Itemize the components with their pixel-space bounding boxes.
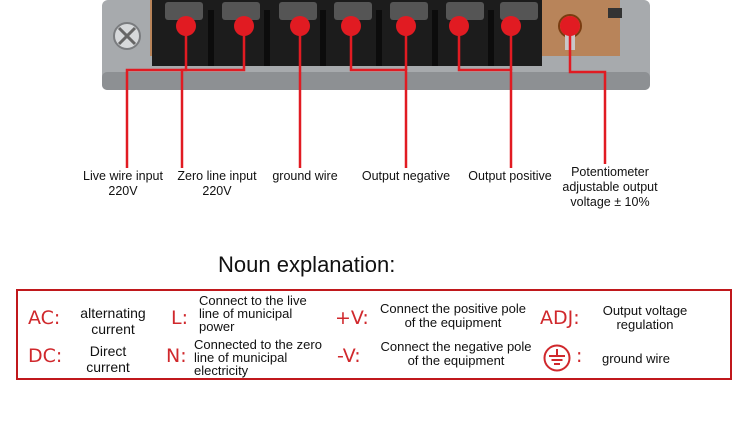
label-potentiometer: Potentiometer adjustable output voltage … <box>562 165 658 209</box>
term-ac: AC: <box>28 307 61 329</box>
def-dc: Direct current <box>86 343 130 375</box>
term-dc: DC: <box>28 345 63 367</box>
label-live-wire: Live wire input 220V <box>83 169 163 198</box>
def-n: Connected to the zero line of municipal … <box>194 337 322 378</box>
term-n: N: <box>166 345 187 367</box>
label-output-positive: Output positive <box>468 169 552 183</box>
term-adj: ADJ: <box>540 307 580 329</box>
def-minus-v: Connect the negative pole of the equipme… <box>380 339 532 368</box>
def-adj: Output voltage regulation <box>602 303 688 332</box>
legend-title: Noun explanation: <box>218 252 396 277</box>
def-l: Connect to the live line of municipal po… <box>199 293 307 334</box>
def-plus-v: Connect the positive pole of the equipme… <box>380 301 526 330</box>
term-ground: : <box>576 345 583 367</box>
term-minus-v: -V: <box>337 345 361 367</box>
wire-positive-a <box>457 26 513 168</box>
marker-zero <box>234 16 254 36</box>
term-plus-v: +V: <box>335 307 369 329</box>
wire-live <box>125 26 188 168</box>
terminal-screws <box>165 2 538 20</box>
ground-symbol-icon <box>543 344 571 372</box>
def-ac: alternating current <box>80 305 146 337</box>
label-ground-wire: ground wire <box>272 169 338 183</box>
marker-pos-2 <box>501 16 521 36</box>
label-zero-line: Zero line input 220V <box>177 169 257 198</box>
marker-neg-1 <box>341 16 361 36</box>
marker-live <box>176 16 196 36</box>
wire-zero <box>180 26 246 168</box>
marker-ground <box>290 16 310 36</box>
wire-potentiometer <box>568 26 607 164</box>
power-supply-terminal-illustration <box>102 0 650 168</box>
legend-box <box>16 289 732 380</box>
marker-neg-2 <box>396 16 416 36</box>
terminal-dividers <box>208 10 494 66</box>
terminal-markers <box>176 16 580 36</box>
wire-negative-a <box>349 26 408 168</box>
metal-case-lower-lip <box>102 72 650 90</box>
marker-potentiometer <box>560 16 580 36</box>
def-ground: ground wire <box>602 351 670 366</box>
term-l: L: <box>171 307 188 329</box>
marker-pos-1 <box>449 16 469 36</box>
label-output-negative: Output negative <box>361 169 451 183</box>
